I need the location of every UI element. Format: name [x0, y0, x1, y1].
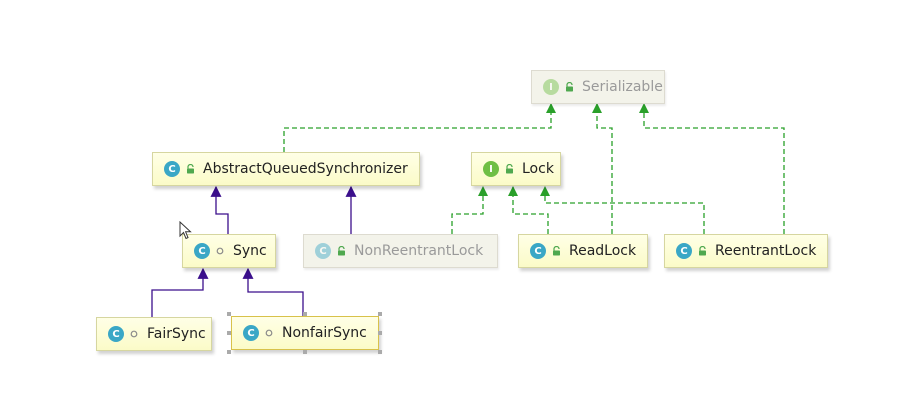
- class-icon: C: [243, 325, 259, 341]
- public-lock-icon: [336, 246, 346, 256]
- selection-handle[interactable]: [303, 312, 307, 316]
- node-label: FairSync: [147, 326, 206, 342]
- node-read-lock[interactable]: C ReadLock: [518, 234, 648, 268]
- class-icon: C: [530, 243, 546, 259]
- public-lock-icon: [504, 164, 514, 174]
- edge-aqs-implements-serializable: [283, 103, 556, 152]
- public-lock-icon: [697, 246, 707, 256]
- edge-readlock-implements-serializable: [592, 103, 613, 234]
- node-non-reentrant-lock[interactable]: C NonReentrantLock: [303, 234, 498, 268]
- node-serializable[interactable]: I Serializable: [531, 70, 665, 104]
- selection-handle[interactable]: [378, 331, 382, 335]
- edge-layer: [151, 103, 785, 317]
- edge-fairsync-extends-sync: [151, 267, 209, 317]
- node-label: ReadLock: [569, 243, 637, 259]
- edge-nonfairsync-extends-sync: [242, 267, 304, 316]
- node-fair-sync[interactable]: C FairSync: [96, 317, 212, 351]
- public-lock-icon: [185, 164, 195, 174]
- selection-handle[interactable]: [378, 312, 382, 316]
- package-private-icon: [264, 328, 274, 338]
- selection-handle[interactable]: [303, 350, 307, 354]
- selection-handle[interactable]: [378, 350, 382, 354]
- node-abstract-queued-synchronizer[interactable]: C AbstractQueuedSynchronizer: [152, 152, 420, 186]
- edge-sync-extends-aqs: [210, 185, 229, 234]
- node-reentrant-lock[interactable]: C ReentrantLock: [664, 234, 828, 268]
- class-icon: C: [108, 326, 124, 342]
- interface-icon: I: [543, 79, 559, 95]
- class-icon: C: [676, 243, 692, 259]
- class-icon: C: [315, 243, 331, 259]
- package-private-icon: [129, 329, 139, 339]
- edge-nonreentrant-implements-lock: [451, 186, 488, 234]
- edge-reentrant-implements-serializable: [639, 103, 785, 234]
- selection-handle[interactable]: [227, 312, 231, 316]
- node-sync[interactable]: C Sync: [182, 234, 276, 268]
- public-lock-icon: [564, 82, 574, 92]
- mouse-cursor-icon: [179, 221, 192, 240]
- edge-reentrant-implements-lock: [540, 186, 705, 234]
- node-nonfair-sync[interactable]: C NonfairSync: [231, 316, 379, 350]
- node-label: NonfairSync: [282, 325, 367, 341]
- node-label: NonReentrantLock: [354, 243, 484, 259]
- node-label: AbstractQueuedSynchronizer: [203, 161, 408, 177]
- node-label: Sync: [233, 243, 267, 259]
- node-lock[interactable]: I Lock: [471, 152, 561, 186]
- node-label: Serializable: [582, 79, 663, 95]
- selection-handle[interactable]: [227, 350, 231, 354]
- class-icon: C: [194, 243, 210, 259]
- public-lock-icon: [551, 246, 561, 256]
- node-label: Lock: [522, 161, 554, 177]
- edge-readlock-implements-lock: [508, 186, 549, 234]
- class-icon: C: [164, 161, 180, 177]
- interface-icon: I: [483, 161, 499, 177]
- package-private-icon: [215, 246, 225, 256]
- node-label: ReentrantLock: [715, 243, 817, 259]
- selection-handle[interactable]: [227, 331, 231, 335]
